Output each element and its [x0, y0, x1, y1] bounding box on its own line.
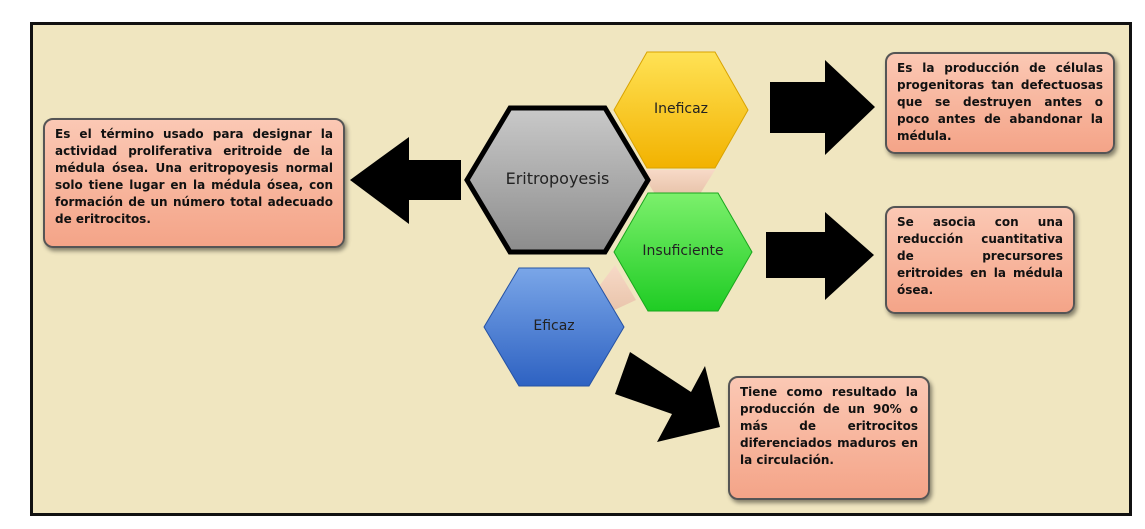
left-arrow — [350, 137, 461, 224]
insuficiente-description-box: Se asocia con una reducción cuantitativa… — [885, 206, 1075, 314]
eficaz-description-box: Tiene como resultado la producción de un… — [728, 376, 930, 500]
insuficiente-arrow — [766, 212, 874, 300]
eficaz-hexagon — [483, 267, 625, 387]
eritropoyesis-label: Eritropoyesis — [505, 169, 610, 188]
connector-green-blue — [600, 265, 636, 312]
eficaz-label: Eficaz — [533, 318, 575, 334]
insuficiente-hexagon — [613, 192, 753, 312]
definition-text: Es el término usado para designar la act… — [55, 127, 333, 226]
ineficaz-arrow — [770, 60, 875, 155]
ineficaz-description-text: Es la producción de células progenitoras… — [897, 61, 1103, 143]
ineficaz-label: Ineficaz — [653, 101, 709, 117]
ineficaz-description-box: Es la producción de células progenitoras… — [885, 52, 1115, 154]
insuficiente-description-text: Se asocia con una reducción cuantitativa… — [897, 215, 1063, 297]
eritropoyesis-hexagon — [464, 105, 651, 255]
eficaz-description-text: Tiene como resultado la producción de un… — [740, 385, 918, 467]
ineficaz-hexagon — [613, 51, 749, 169]
eficaz-arrow — [615, 352, 720, 442]
insuficiente-label: Insuficiente — [642, 243, 724, 259]
connector-yellow-green — [640, 170, 715, 194]
definition-box: Es el término usado para designar la act… — [43, 118, 345, 248]
